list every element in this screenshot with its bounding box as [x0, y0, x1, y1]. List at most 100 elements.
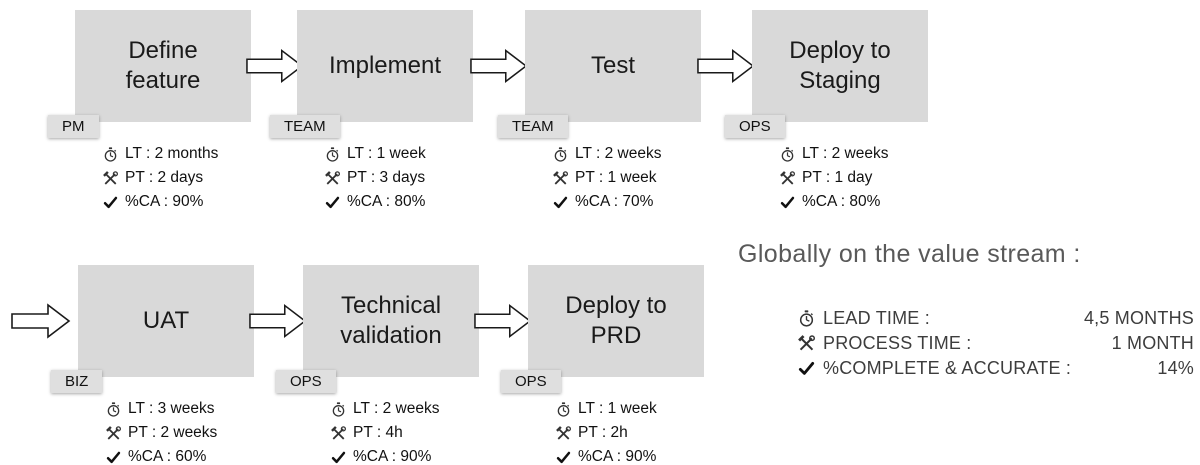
- metric-complete-accurate: %CA : 80%: [325, 190, 555, 214]
- stage-title: Implement: [328, 52, 442, 79]
- stage-box: UAT: [78, 265, 254, 377]
- stage-uat: UAT BIZ LT : 3 weeks PT : 2 weeks %CA : …: [51, 265, 254, 465]
- metric-process-time-text: PT : 2h: [578, 424, 628, 441]
- flow-arrow-icon: [474, 303, 532, 339]
- stage-owner-tag: TEAM: [270, 115, 340, 138]
- tools-icon: [556, 426, 571, 441]
- tools-icon: [103, 171, 118, 186]
- global-process-time-label-group: PROCESS TIME :: [798, 333, 972, 354]
- stage-deploy-prd: Deploy to PRD OPS LT : 1 week PT : 2h %C…: [501, 265, 704, 465]
- check-icon: [106, 450, 121, 465]
- check-icon: [325, 195, 340, 210]
- stopwatch-icon: [798, 310, 815, 327]
- flow-arrow-icon: [10, 303, 72, 339]
- stage-box: Implement: [297, 10, 473, 122]
- metric-lead-time-text: LT : 1 week: [347, 145, 426, 162]
- global-complete-accurate-label-group: %COMPLETE & ACCURATE :: [798, 358, 1071, 379]
- metric-process-time: PT : 4h: [331, 421, 561, 445]
- metric-ca-text: %CA : 90%: [578, 448, 657, 465]
- metric-process-time: PT : 2h: [556, 421, 786, 445]
- metric-lead-time: LT : 1 week: [556, 397, 786, 421]
- global-lead-time-label: LEAD TIME :: [823, 308, 930, 328]
- metric-complete-accurate: %CA : 70%: [553, 190, 783, 214]
- stage-title: Deploy to PRD: [565, 292, 667, 349]
- metric-process-time-text: PT : 4h: [353, 424, 403, 441]
- stage-box: Deploy to PRD: [528, 265, 704, 377]
- stage-technical-validation: Technical validation OPS LT : 2 weeks PT…: [276, 265, 479, 465]
- stopwatch-icon: [556, 402, 571, 417]
- flow-arrow-icon: [249, 303, 307, 339]
- check-icon: [103, 195, 118, 210]
- metric-ca-text: %CA : 90%: [125, 193, 204, 210]
- metric-lead-time: LT : 2 weeks: [553, 142, 783, 166]
- metric-lead-time: LT : 2 months: [103, 142, 333, 166]
- metric-process-time-text: PT : 3 days: [347, 169, 426, 186]
- metric-process-time: PT : 2 days: [103, 166, 333, 190]
- metric-ca-text: %CA : 90%: [353, 448, 432, 465]
- metric-lead-time: LT : 1 week: [325, 142, 555, 166]
- stage-box: Technical validation: [303, 265, 479, 377]
- stage-metrics: LT : 2 weeks PT : 1 week %CA : 70%: [553, 142, 783, 214]
- metric-lead-time: LT : 2 weeks: [331, 397, 561, 421]
- metric-process-time-text: PT : 1 day: [802, 169, 873, 186]
- metric-ca-text: %CA : 80%: [347, 193, 426, 210]
- global-complete-accurate-value: 14%: [1157, 358, 1194, 378]
- metric-ca-text: %CA : 70%: [575, 193, 654, 210]
- metric-lead-time-text: LT : 3 weeks: [128, 400, 215, 417]
- check-icon: [331, 450, 346, 465]
- tools-icon: [780, 171, 795, 186]
- global-process-time-label: PROCESS TIME :: [823, 333, 972, 353]
- check-icon: [556, 450, 571, 465]
- check-icon: [553, 195, 568, 210]
- global-process-time-value: 1 MONTH: [1111, 333, 1194, 353]
- stage-metrics: LT : 2 weeks PT : 1 day %CA : 80%: [780, 142, 1010, 214]
- metric-lead-time: LT : 3 weeks: [106, 397, 336, 421]
- stopwatch-icon: [553, 147, 568, 162]
- metric-lead-time: LT : 2 weeks: [780, 142, 1010, 166]
- global-lead-time-label-group: LEAD TIME :: [798, 308, 930, 329]
- check-icon: [798, 360, 815, 377]
- global-process-time-row: PROCESS TIME : 1 MONTH: [798, 331, 1194, 356]
- stage-title: UAT: [142, 307, 190, 334]
- metric-complete-accurate: %CA : 90%: [103, 190, 333, 214]
- metric-ca-text: %CA : 80%: [802, 193, 881, 210]
- check-icon: [780, 195, 795, 210]
- metric-process-time-text: PT : 2 weeks: [128, 424, 218, 441]
- metric-complete-accurate: %CA : 90%: [331, 445, 561, 465]
- metric-lead-time-text: LT : 2 weeks: [575, 145, 662, 162]
- stopwatch-icon: [331, 402, 346, 417]
- metric-ca-text: %CA : 60%: [128, 448, 207, 465]
- metric-process-time: PT : 1 week: [553, 166, 783, 190]
- global-lead-time-row: LEAD TIME : 4,5 MONTHS: [798, 306, 1194, 331]
- metric-complete-accurate: %CA : 80%: [780, 190, 1010, 214]
- tools-icon: [106, 426, 121, 441]
- global-summary: LEAD TIME : 4,5 MONTHS PROCESS TIME : 1 …: [798, 306, 1194, 381]
- stage-box: Define feature: [75, 10, 251, 122]
- stage-metrics: LT : 3 weeks PT : 2 weeks %CA : 60%: [106, 397, 336, 465]
- stage-owner-tag: OPS: [501, 370, 561, 393]
- tools-icon: [331, 426, 346, 441]
- global-lead-time-value: 4,5 MONTHS: [1083, 308, 1194, 328]
- stage-owner-tag: OPS: [725, 115, 785, 138]
- global-complete-accurate-label: %COMPLETE & ACCURATE :: [823, 358, 1072, 378]
- stage-metrics: LT : 2 weeks PT : 4h %CA : 90%: [331, 397, 561, 465]
- stage-metrics: LT : 2 months PT : 2 days %CA : 90%: [103, 142, 333, 214]
- stage-metrics: LT : 1 week PT : 3 days %CA : 80%: [325, 142, 555, 214]
- metric-process-time: PT : 1 day: [780, 166, 1010, 190]
- stage-owner-tag: BIZ: [51, 370, 103, 393]
- tools-icon: [798, 335, 815, 352]
- stage-test: Test TEAM LT : 2 weeks PT : 1 week %CA :…: [498, 10, 701, 210]
- stage-deploy-staging: Deploy to Staging OPS LT : 2 weeks PT : …: [725, 10, 928, 210]
- tools-icon: [553, 171, 568, 186]
- stage-title: Test: [590, 52, 635, 79]
- stage-box: Deploy to Staging: [752, 10, 928, 122]
- stopwatch-icon: [780, 147, 795, 162]
- stopwatch-icon: [325, 147, 340, 162]
- flow-arrow-icon: [470, 48, 528, 84]
- stopwatch-icon: [106, 402, 121, 417]
- stopwatch-icon: [103, 147, 118, 162]
- stage-title: Define feature: [125, 37, 201, 94]
- metric-lead-time-text: LT : 2 weeks: [802, 145, 889, 162]
- flow-arrow-icon: [697, 48, 755, 84]
